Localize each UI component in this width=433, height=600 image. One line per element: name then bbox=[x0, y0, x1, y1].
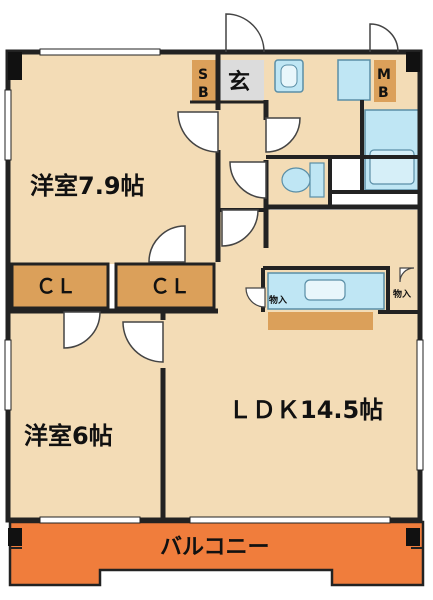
door-washroom-top bbox=[369, 23, 399, 53]
ldk-label: ＬＤＫ14.5帖 bbox=[228, 396, 383, 424]
shoe-box-label-b: B bbox=[198, 85, 209, 101]
washbasin-bowl bbox=[280, 64, 298, 88]
kitchen-cabinet bbox=[268, 312, 373, 330]
door-closet-1 bbox=[148, 225, 186, 263]
door-hall-ldk bbox=[221, 209, 259, 247]
ldk-floor bbox=[163, 210, 420, 520]
room-western-2-label: 洋室6帖 bbox=[24, 422, 113, 450]
door-entrance bbox=[225, 13, 265, 53]
column-nw bbox=[8, 52, 22, 80]
kitchen-sink bbox=[304, 279, 346, 301]
room-western-1-label: 洋室7.9帖 bbox=[30, 172, 145, 200]
closet-2 bbox=[114, 262, 216, 310]
window-left-room2 bbox=[4, 339, 12, 411]
door-washroom bbox=[265, 117, 301, 153]
entrance-floor bbox=[218, 60, 264, 100]
window-right-ldk bbox=[416, 339, 424, 471]
window-bottom-room2 bbox=[39, 516, 141, 524]
balcony bbox=[8, 520, 425, 587]
toilet-bowl bbox=[281, 167, 311, 193]
window-bottom-ldk bbox=[189, 516, 391, 524]
door-toilet bbox=[229, 161, 267, 199]
window-top-room1 bbox=[39, 48, 161, 56]
meter-box bbox=[374, 60, 396, 102]
entrance-label: 玄 bbox=[228, 69, 250, 95]
balcony-label: バルコニー bbox=[160, 535, 270, 560]
door-room2 bbox=[63, 311, 101, 349]
storage-2-label: 物入 bbox=[393, 288, 411, 300]
door-storage-right bbox=[399, 267, 415, 283]
meter-box-label-m: M bbox=[377, 67, 391, 83]
meter-box-label-b: B bbox=[378, 85, 389, 101]
washing-machine-space bbox=[337, 59, 371, 101]
closet-1-label: ＣＬ bbox=[36, 274, 76, 298]
door-storage-left bbox=[245, 287, 266, 308]
door-room1 bbox=[177, 111, 219, 153]
storage-1-label: 物入 bbox=[269, 294, 287, 306]
shoe-box bbox=[192, 60, 216, 102]
shoe-box-label-s: S bbox=[198, 67, 208, 83]
closet-1 bbox=[10, 262, 110, 310]
window-left-room1 bbox=[4, 89, 12, 161]
column-se bbox=[406, 528, 420, 546]
column-ne bbox=[406, 52, 420, 72]
closet-2-label: ＣＬ bbox=[150, 274, 190, 298]
toilet-tank bbox=[309, 162, 325, 198]
door-room2-ldk bbox=[122, 321, 164, 363]
column-sw bbox=[8, 528, 22, 546]
